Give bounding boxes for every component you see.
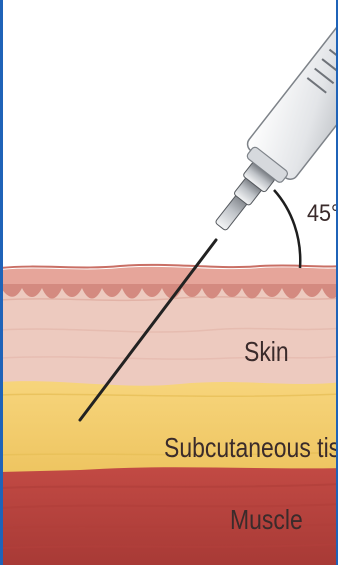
muscle-label: Muscle <box>230 504 303 536</box>
frame-border-left <box>0 0 3 565</box>
angle-arc <box>274 190 300 268</box>
angle-label: 45° <box>307 200 340 228</box>
subcutaneous-label: Subcutaneous tis <box>164 432 340 464</box>
skin-label: Skin <box>244 336 289 368</box>
frame-margin-right <box>338 0 342 565</box>
skin-layer <box>0 265 342 386</box>
